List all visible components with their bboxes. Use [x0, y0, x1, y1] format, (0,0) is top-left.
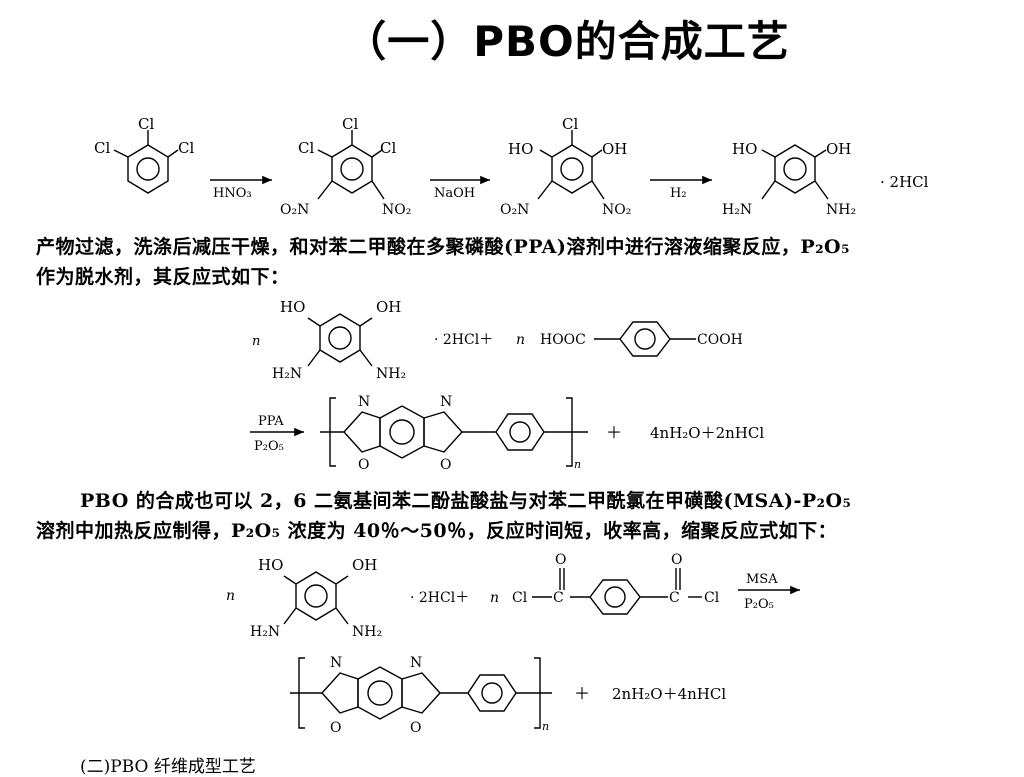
paragraph-1-line-1: 产物过滤，洗涤后减压干燥，和对苯二甲酸在多聚磷酸(PPA)溶剂中进行溶液缩聚反应…: [36, 236, 850, 258]
label-byproducts: 4nH₂O＋2nHCl: [650, 424, 764, 442]
label-cl: Cl: [138, 115, 154, 133]
next-section-heading: (二)PBO 纤维成型工艺: [80, 757, 256, 777]
label-no2: NO₂: [382, 202, 411, 218]
label-hcl-salt: · 2HCl: [880, 173, 929, 191]
label-cooh: COOH: [697, 332, 743, 348]
label-cl: Cl: [562, 115, 578, 133]
label-nh2: NH₂: [376, 366, 406, 382]
paragraph-1-line-2: 作为脱水剂，其反应式如下：: [36, 266, 290, 288]
label-hooc: HOOC: [540, 332, 586, 348]
molecule-dichlorodinitroresorcinol: [537, 130, 605, 200]
molecule-diaminoresorcinol: [761, 144, 829, 200]
label-cl: Cl: [380, 139, 396, 157]
label-o-atom: O: [410, 720, 421, 736]
label-cl: Cl: [704, 590, 720, 606]
label-cl: Cl: [512, 590, 528, 606]
label-o2n: O₂N: [280, 202, 309, 218]
label-byproducts: 2nH₂O＋4nHCl: [612, 685, 726, 703]
label-o-atom: O: [671, 552, 682, 568]
label-hcl-plus: · 2HCl＋: [410, 590, 469, 606]
label-nh2: NH₂: [352, 624, 382, 640]
molecule-trichlorobenzene: [113, 130, 179, 194]
label-oh: OH: [602, 140, 627, 158]
label-ho: HO: [258, 556, 283, 574]
molecule-diaminoresorcinol-salt: [283, 571, 349, 625]
label-c-atom: C: [669, 590, 680, 606]
label-n: n: [516, 332, 525, 348]
polymer-pbo-msa: [290, 657, 552, 729]
paragraph-2-line-2: 溶剂中加热反应制得，P₂O₅ 浓度为 40％～50％，反应时间短，收率高，缩聚反…: [36, 520, 838, 542]
label-n-atom: N: [358, 394, 370, 410]
label-plus: ＋: [606, 423, 622, 442]
label-n-atom: N: [410, 655, 422, 671]
label-n: n: [574, 458, 581, 471]
label-oh: OH: [376, 298, 401, 316]
molecule-terephthalic-acid: [594, 321, 696, 357]
label-n: n: [542, 720, 549, 733]
label-o-atom: O: [555, 552, 566, 568]
reagent-h2: H₂: [670, 186, 687, 201]
reagent-p2o5: P₂O₅: [744, 597, 774, 612]
label-cl: Cl: [342, 115, 358, 133]
label-h2n: H₂N: [722, 202, 752, 218]
label-c-atom: C: [553, 590, 564, 606]
reagent-ppa: PPA: [258, 414, 284, 429]
label-hcl-plus: · 2HCl＋: [434, 332, 493, 348]
label-cl: Cl: [94, 139, 110, 157]
reagent-p2o5: P₂O₅: [254, 439, 284, 454]
label-n-atom: N: [330, 655, 342, 671]
label-cl: Cl: [178, 139, 194, 157]
label-no2: NO₂: [602, 202, 631, 218]
label-o-atom: O: [358, 457, 369, 473]
page-title: （一）PBO的合成工艺: [344, 17, 790, 66]
reagent-naoh: NaOH: [434, 186, 475, 201]
molecule-terephthaloyl-chloride: [532, 568, 702, 615]
label-o-atom: O: [440, 457, 451, 473]
label-h2n: H₂N: [250, 624, 280, 640]
label-oh: OH: [352, 556, 377, 574]
reagent-hno3: HNO₃: [213, 186, 252, 201]
label-n: n: [252, 334, 260, 349]
molecule-diaminoresorcinol-salt: [307, 313, 373, 367]
label-o-atom: O: [330, 720, 341, 736]
label-ho: HO: [280, 298, 305, 316]
paragraph-2-line-1: PBO 的合成也可以 2，6 二氨基间苯二酚盐酸盐与对苯二甲酰氯在甲磺酸(MSA…: [80, 490, 852, 512]
label-nh2: NH₂: [826, 202, 856, 218]
label-h2n: H₂N: [272, 366, 302, 382]
label-n-atom: N: [440, 394, 452, 410]
label-ho: HO: [508, 140, 533, 158]
label-n: n: [490, 590, 499, 606]
label-cl: Cl: [298, 139, 314, 157]
molecule-trichlorodinitrobenzene: [317, 130, 385, 200]
label-ho: HO: [732, 140, 757, 158]
label-n: n: [226, 588, 235, 604]
polymer-pbo-ppa: [320, 397, 588, 467]
label-o2n: O₂N: [500, 202, 529, 218]
reagent-msa: MSA: [746, 572, 778, 587]
label-plus: ＋: [574, 684, 590, 703]
label-oh: OH: [826, 140, 851, 158]
